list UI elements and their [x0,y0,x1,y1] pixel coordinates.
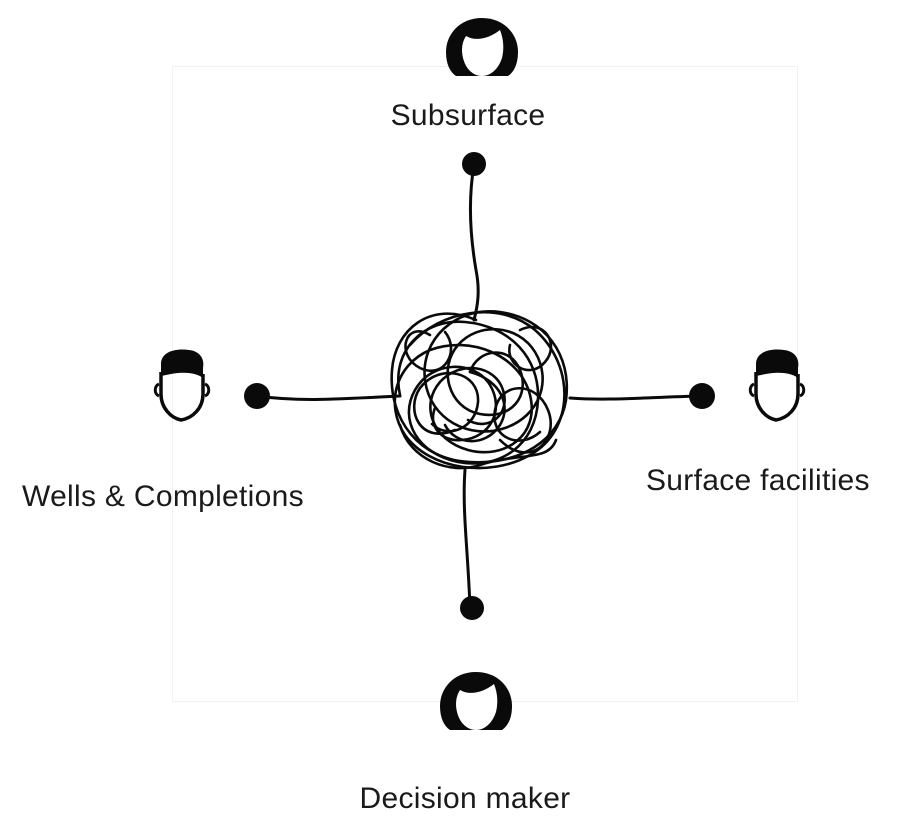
node-dot-left [244,383,270,409]
node-dot-bottom [460,596,484,620]
stakeholder-label-surface-facilities: Surface facilities [646,464,870,497]
tangled-scribble-icon [390,310,569,470]
connector-bottom [462,468,472,610]
node-dot-top [462,152,486,176]
node-dot-right [689,383,715,409]
connector-top [468,163,480,322]
male-head-icon [153,349,211,422]
female-head-icon [446,18,518,76]
female-head-icon [440,672,512,730]
stakeholder-label-decision-maker: Decision maker [359,782,571,815]
connector-left [255,394,402,401]
male-head-icon [748,349,806,422]
stakeholder-label-wells-completions: Wells & Completions [22,480,304,513]
connector-right [568,394,704,401]
stakeholder-label-subsurface: Subsurface [390,99,546,132]
